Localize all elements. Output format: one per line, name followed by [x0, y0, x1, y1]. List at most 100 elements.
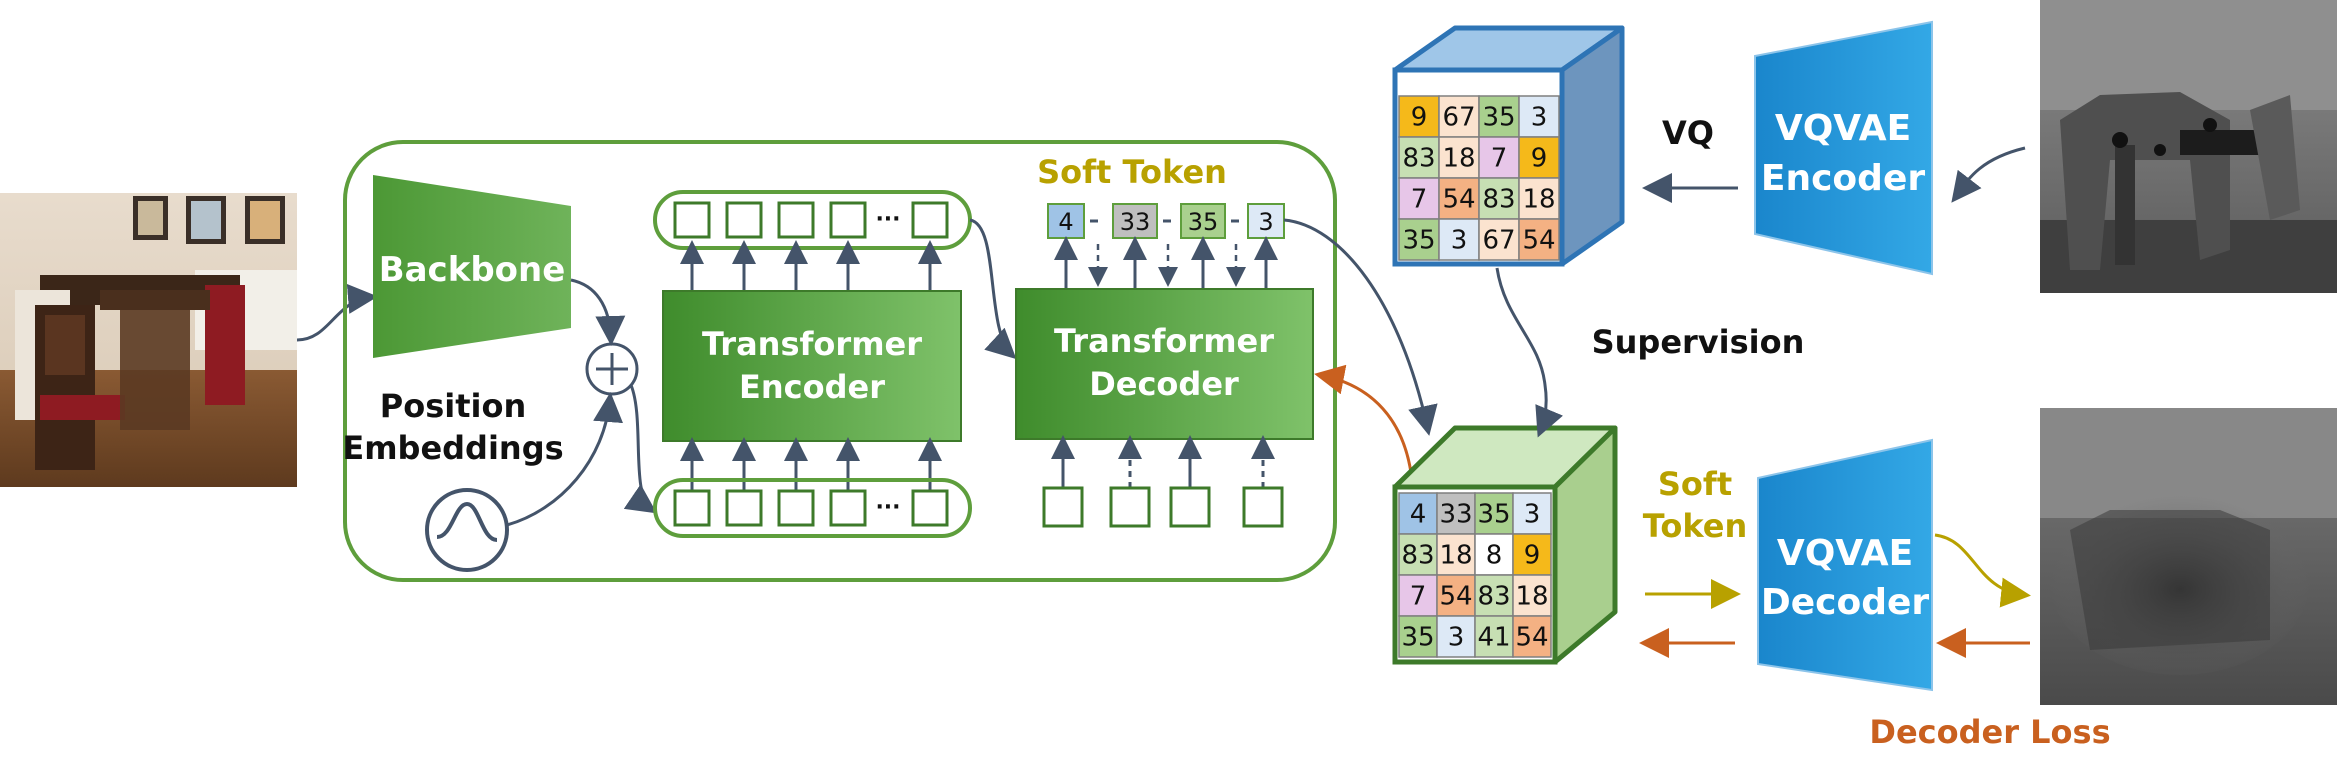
encoder-arrows-up-top — [680, 240, 942, 292]
gt-depth-image — [2040, 0, 2337, 293]
vqvae-encoder-label-line2: Encoder — [1761, 158, 1925, 199]
decoder-label-line1: Transformer — [1054, 322, 1274, 360]
arrow-backbone-to-plus — [570, 278, 626, 346]
vq-grid-cell-value: 67 — [1442, 103, 1475, 133]
supervision-label: Supervision — [1592, 323, 1805, 361]
decoder-query-tokens — [1042, 486, 1284, 528]
decoder-arrows-up-bottom — [1051, 435, 1275, 488]
vq-grid-cell-value: 67 — [1482, 226, 1515, 256]
soft-token-box-3 — [1180, 203, 1226, 239]
pred-grid-cell — [1512, 615, 1552, 658]
pred-grid-cell — [1512, 574, 1552, 617]
transformer-decoder-block: Transformer Decoder — [1015, 288, 1314, 440]
arrow-decoder-to-cube — [1283, 218, 1438, 436]
pred-grid-cell-value: 35 — [1477, 500, 1510, 530]
pred-grid-cell-value: 83 — [1477, 582, 1510, 612]
pred-grid-cell-value: 54 — [1515, 623, 1548, 653]
pred-grid-cell-value: 41 — [1477, 623, 1510, 653]
backbone-block: Backbone — [373, 175, 571, 358]
pred-grid-cell-value: 54 — [1439, 582, 1472, 612]
decoder-loss-label: Decoder Loss — [1869, 713, 2110, 751]
vqvae-decoder-block: VQVAE Decoder — [1757, 438, 1933, 692]
arrow-decoder-to-pred-depth — [1934, 533, 2031, 608]
pred-grid-cell — [1474, 492, 1514, 535]
pred-grid-cell-value: 3 — [1524, 500, 1541, 530]
vq-grid-cell — [1518, 136, 1560, 179]
vq-grid-cell-value: 18 — [1442, 144, 1475, 174]
sine-wave-icon — [425, 488, 509, 572]
vq-grid-cell — [1478, 218, 1520, 261]
vqvae-decoder-label-line1: VQVAE — [1777, 533, 1913, 574]
vq-grid-cell — [1438, 218, 1480, 261]
soft-token-row: 4 33 35 3 — [1047, 203, 1285, 239]
soft-token-value-1: 4 — [1058, 208, 1073, 236]
position-label-line2: Embeddings — [342, 429, 563, 467]
transformer-encoder-block: Transformer Encoder — [662, 290, 962, 442]
vq-grid-cell-value: 3 — [1451, 226, 1468, 256]
position-label-line1: Position — [380, 387, 526, 425]
soft-token-box-1 — [1047, 203, 1085, 239]
encoder-label-line1: Transformer — [702, 325, 922, 363]
vq-grid-cell-value: 18 — [1522, 185, 1555, 215]
vq-grid-cell-value: 9 — [1411, 103, 1428, 133]
vq-grid-cell-value: 7 — [1411, 185, 1428, 215]
vqvae-decoder-label-line2: Decoder — [1761, 582, 1930, 623]
soft-token-top-label: Soft Token — [1037, 153, 1227, 191]
pred-grid-cell — [1436, 574, 1476, 617]
vqvae-encoder-label-line1: VQVAE — [1775, 108, 1911, 149]
pred-grid-cell-value: 18 — [1439, 541, 1472, 571]
arrow-plus-to-encoder-input — [623, 384, 657, 514]
pred-grid-cell-value: 8 — [1486, 541, 1503, 571]
pred-grid-cell-value: 35 — [1401, 623, 1434, 653]
vq-grid-cell-value: 83 — [1482, 185, 1515, 215]
encoder-label-line2: Encoder — [739, 368, 885, 406]
vq-grid-cell-value: 35 — [1482, 103, 1515, 133]
ellipsis-bottom: ··· — [875, 495, 900, 520]
vq-grid-cell-value: 9 — [1531, 144, 1548, 174]
pred-grid-cell-value: 83 — [1401, 541, 1434, 571]
decoder-label-line2: Decoder — [1089, 365, 1239, 403]
input-room-photo — [0, 193, 297, 487]
vq-grid-cell-value: 54 — [1522, 226, 1555, 256]
vq-grid-cell-value: 54 — [1442, 185, 1475, 215]
pred-depth-image — [2040, 408, 2337, 705]
soft-token-right-label-line1: Soft — [1658, 465, 1732, 503]
pred-grid-cell-value: 9 — [1524, 541, 1541, 571]
arrow-photo-to-backbone — [296, 284, 378, 342]
encoder-output-tokens: ··· — [653, 190, 972, 250]
pred-grid-cell-value: 7 — [1410, 582, 1427, 612]
soft-token-value-3: 35 — [1188, 208, 1219, 236]
vq-grid-cell-value: 35 — [1402, 226, 1435, 256]
vq-grid-cell — [1438, 177, 1480, 220]
ellipsis-top: ··· — [875, 207, 900, 232]
pred-grid-cell — [1474, 615, 1514, 658]
vq-grid-cell — [1518, 177, 1560, 220]
arrow-posemb-to-plus — [506, 392, 624, 527]
vq-grid-cell-value: 7 — [1491, 144, 1508, 174]
vq-grid-cell — [1438, 136, 1480, 179]
vq-grid-cell-value: 83 — [1402, 144, 1435, 174]
arrow-loss-to-decoder — [1314, 364, 1414, 481]
soft-token-value-2: 33 — [1120, 208, 1151, 236]
pred-grid-cell-value: 18 — [1515, 582, 1548, 612]
pred-grid-cell — [1436, 533, 1476, 576]
decoder-dashed-down-arrows — [1088, 244, 1246, 287]
pred-grid-cell-value: 33 — [1439, 500, 1472, 530]
encoder-arrows-up-bottom — [680, 437, 942, 490]
encoder-input-tokens: ··· — [653, 478, 972, 538]
vq-label: VQ — [1662, 114, 1714, 152]
vqvae-encoder-block: VQVAE Encoder — [1754, 20, 1933, 276]
arrow-encoder-to-decoder — [969, 218, 1017, 360]
vq-grid-cell-value: 3 — [1531, 103, 1548, 133]
soft-token-right-label-line2: Token — [1643, 507, 1747, 545]
backbone-label: Backbone — [379, 250, 566, 290]
decoder-arrows-up-top — [1054, 236, 1278, 290]
arrow-supervision — [1495, 267, 1564, 438]
pred-grid-cell — [1436, 615, 1476, 658]
pred-grid-cell-value: 3 — [1448, 623, 1465, 653]
arrow-depth-to-encoder — [1951, 146, 2026, 203]
